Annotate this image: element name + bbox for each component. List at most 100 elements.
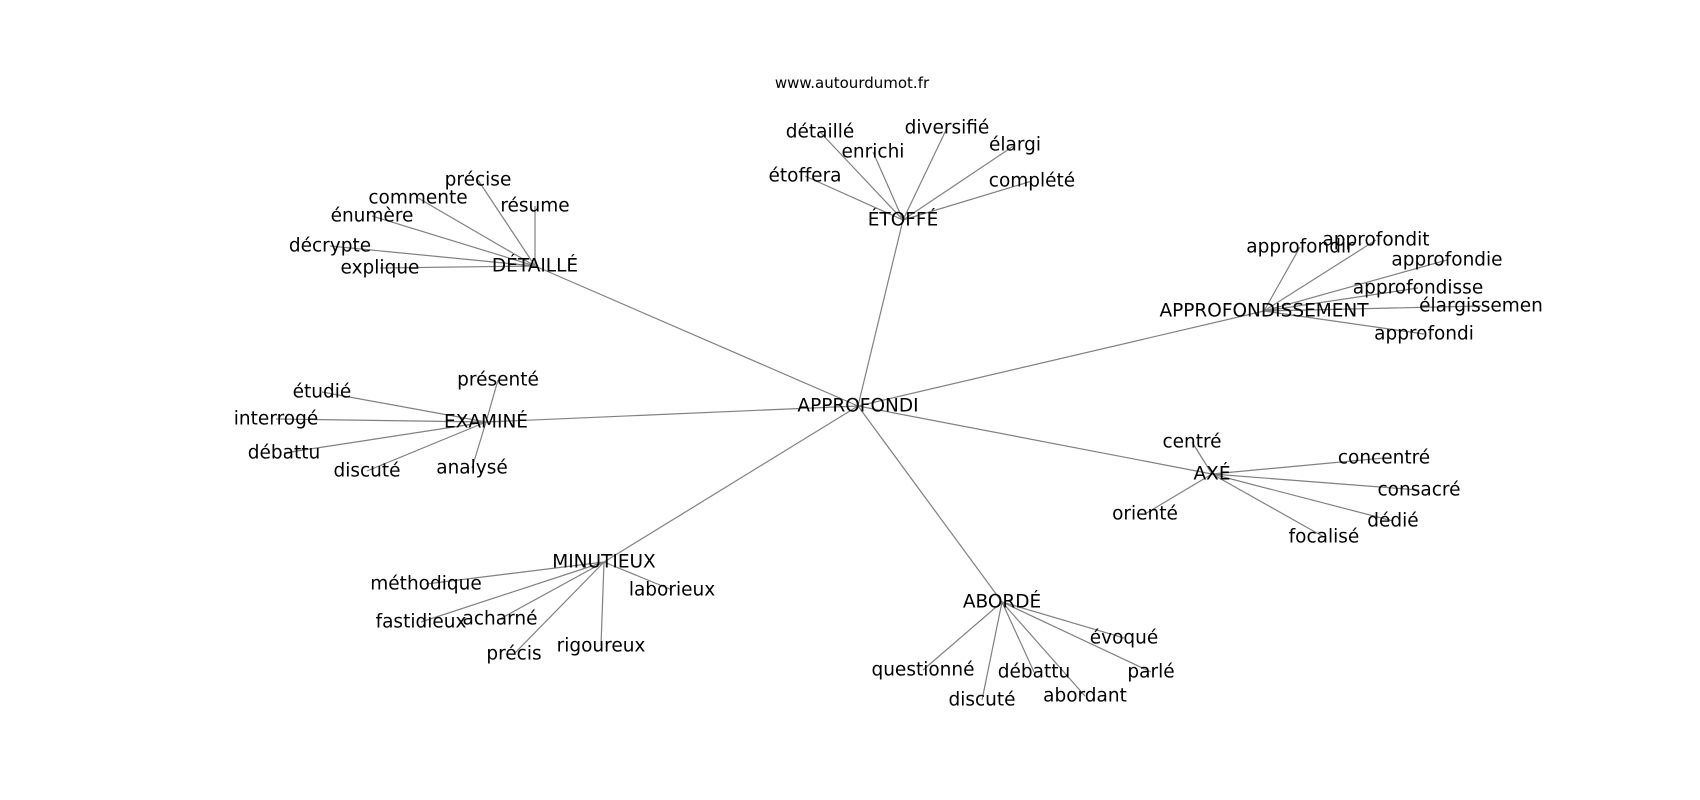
edge-hub-to-word xyxy=(1001,601,1152,673)
center-node-label: APPROFONDI xyxy=(797,396,918,417)
word-node-label: rigoureux xyxy=(557,636,646,657)
edge-hub-to-word xyxy=(1211,473,1420,491)
edge-hub-to-word xyxy=(1001,601,1035,673)
word-node-label: étoffera xyxy=(768,166,841,187)
hub-node-label: APPROFONDISSEMENT xyxy=(1159,301,1369,322)
edge-hub-to-word xyxy=(1211,473,1325,538)
word-node-label: débattu xyxy=(248,443,320,464)
word-node-label: abordant xyxy=(1043,686,1127,707)
word-node-label: explique xyxy=(341,258,420,279)
word-node-label: énumère xyxy=(331,206,414,227)
word-node-label: enrichi xyxy=(842,142,905,163)
edge-hub-to-word xyxy=(371,215,536,267)
edge-hub-to-word xyxy=(819,131,904,221)
edge-hub-to-word xyxy=(922,601,1003,671)
edge-center-to-hub xyxy=(857,310,1265,407)
edge-hub-to-word xyxy=(329,245,536,267)
edge-center-to-hub xyxy=(603,405,859,563)
word-node-label: orienté xyxy=(1112,504,1178,525)
word-node-label: focalisé xyxy=(1289,527,1360,548)
word-node-label: interrogé xyxy=(234,409,318,430)
edge-hub-to-word xyxy=(1263,305,1482,312)
edge-hub-to-word xyxy=(1263,246,1301,312)
word-node-label: étudié xyxy=(293,382,352,403)
edge-hub-to-word xyxy=(1191,441,1213,475)
edge-hub-to-word xyxy=(275,418,487,423)
edge-hub-to-word xyxy=(1001,601,1125,639)
hub-node-label: DÉTAILLÉ xyxy=(492,255,578,277)
edge-hub-to-word xyxy=(420,561,605,623)
edge-hub-to-word xyxy=(321,391,487,423)
edge-hub-to-word xyxy=(1263,287,1419,312)
word-node-label: résume xyxy=(500,196,569,217)
word-node-label: approfondit xyxy=(1322,230,1429,251)
edge-hub-to-word xyxy=(283,421,487,454)
edge-hub-to-word xyxy=(1263,259,1448,312)
hub-node-label: ABORDÉ xyxy=(963,591,1041,613)
edge-hub-to-word xyxy=(1263,310,1425,335)
word-node-label: discuté xyxy=(333,461,400,482)
word-node-label: approfondisse xyxy=(1353,278,1483,299)
edge-hub-to-word xyxy=(513,561,605,655)
edge-hub-to-word xyxy=(499,561,605,620)
edge-center-to-hub xyxy=(857,405,1213,475)
word-node-label: méthodique xyxy=(370,574,481,595)
hub-node-label: AXÉ xyxy=(1193,463,1230,485)
word-node-label: centré xyxy=(1162,432,1221,453)
word-node-label: élargi xyxy=(989,135,1041,156)
edges-layer xyxy=(275,127,1482,701)
word-node-label: précis xyxy=(486,644,541,665)
hub-node-label: EXAMINÉ xyxy=(444,411,528,433)
word-node-label: détaillé xyxy=(786,122,855,143)
edge-hub-to-word xyxy=(366,421,487,472)
word-node-label: évoqué xyxy=(1090,628,1159,649)
word-node-label: complété xyxy=(989,171,1075,192)
edge-hub-to-word xyxy=(804,175,904,221)
edge-hub-to-word xyxy=(1211,457,1385,475)
word-node-label: précise xyxy=(445,170,512,191)
word-node-label: débattu xyxy=(998,662,1070,683)
word-node-label: présenté xyxy=(457,370,539,391)
edge-hub-to-word xyxy=(902,180,1033,221)
edge-hub-to-word xyxy=(379,265,536,269)
word-node-label: élargissemen xyxy=(1419,296,1543,317)
edge-center-to-hub xyxy=(485,405,859,423)
word-node-label: commente xyxy=(368,188,467,209)
edge-hub-to-word xyxy=(425,561,605,585)
edge-center-to-hub xyxy=(857,219,904,407)
word-node-label: laborieux xyxy=(629,580,715,601)
edge-hub-to-word xyxy=(1001,601,1086,697)
word-node-label: décrypte xyxy=(289,236,371,257)
edge-hub-to-word xyxy=(872,151,904,221)
edge-hub-to-word xyxy=(417,197,536,267)
word-node-label: questionné xyxy=(871,660,974,681)
edge-hub-to-word xyxy=(902,127,948,221)
word-node-label: approfondir xyxy=(1246,237,1354,258)
edge-center-to-hub xyxy=(534,265,859,407)
edge-hub-to-word xyxy=(477,179,536,267)
edge-hub-to-word xyxy=(981,601,1003,701)
word-node-label: parlé xyxy=(1127,662,1174,683)
word-node-label: dédié xyxy=(1367,511,1418,532)
source-watermark: www.autourdumot.fr xyxy=(775,74,930,92)
edge-hub-to-word xyxy=(1144,473,1213,515)
edge-hub-to-word xyxy=(471,421,487,469)
hub-node-label: MINUTIEUX xyxy=(552,552,656,573)
word-node-label: analysé xyxy=(436,458,508,479)
edge-hub-to-word xyxy=(902,144,1016,221)
edge-hub-to-word xyxy=(1211,473,1394,522)
word-node-label: approfondie xyxy=(1391,250,1502,271)
edge-hub-to-word xyxy=(485,379,499,423)
word-node-label: discuté xyxy=(948,690,1015,711)
edge-hub-to-word xyxy=(600,561,605,647)
word-node-label: diversifié xyxy=(905,118,990,139)
edge-hub-to-word xyxy=(603,561,673,591)
word-node-label: consacré xyxy=(1378,480,1461,501)
hub-node-label: ÉTOFFÉ xyxy=(868,209,939,231)
word-node-label: concentré xyxy=(1338,448,1430,469)
word-node-label: fastidieux xyxy=(376,612,467,633)
word-node-label: acharné xyxy=(463,609,538,630)
labels-layer: www.autourdumot.fr APPROFONDI DÉTAILLÉ pré… xyxy=(234,74,1543,711)
edge-center-to-hub xyxy=(857,405,1003,603)
